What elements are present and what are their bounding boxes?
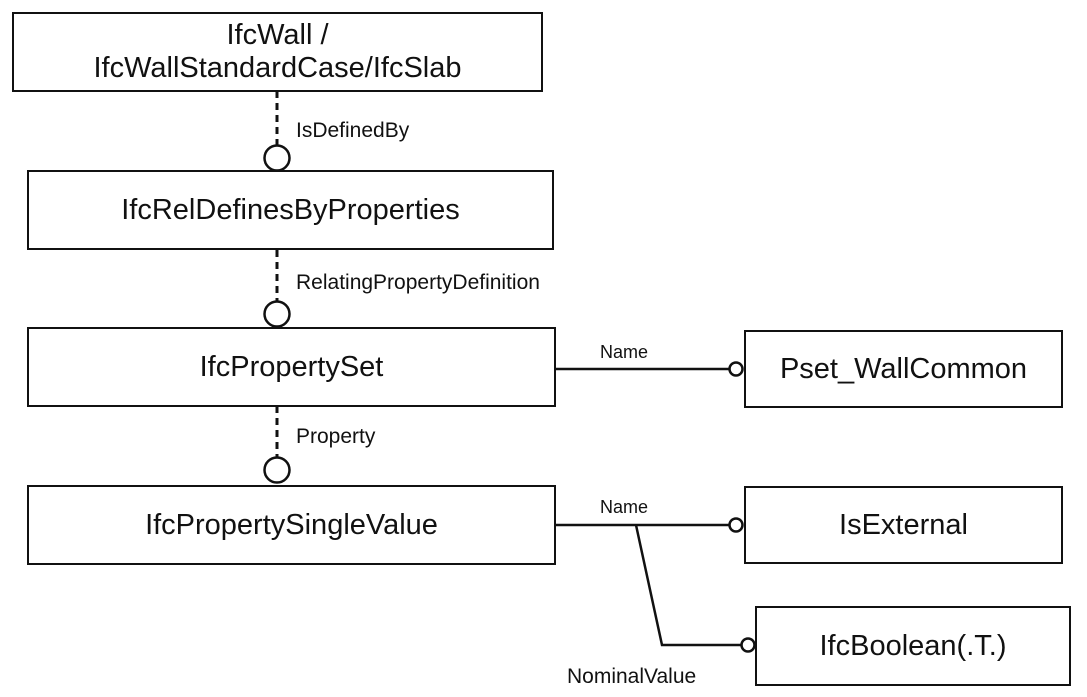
pset-name-attr-label: Name <box>600 342 649 362</box>
boolean-entity-box: IfcBoolean(.T.) <box>755 606 1071 686</box>
pset-name-entity-box: Pset_WallCommon <box>744 330 1063 408</box>
is-defined-by-label: IsDefinedBy <box>296 119 410 142</box>
nominal-value-label: NominalValue <box>567 665 697 688</box>
single-value-entity-box: IfcPropertySingleValue <box>27 485 556 565</box>
relating-property-definition-label: RelatingPropertyDefinition <box>296 271 540 294</box>
pset-name-entity-label: Pset_WallCommon <box>779 352 1028 385</box>
pset-name-end-circle <box>728 361 744 377</box>
rel-defines-entity-label: IfcRelDefinesByProperties <box>121 193 460 226</box>
nominal-value-end-circle <box>740 637 756 653</box>
property-end-circle <box>263 456 291 484</box>
value-name-attr-label: Name <box>600 497 649 517</box>
boolean-entity-label: IfcBoolean(.T.) <box>819 629 1007 662</box>
single-value-entity-label: IfcPropertySingleValue <box>145 508 438 541</box>
wall-entity-box: IfcWall / IfcWallStandardCase/IfcSlab <box>12 12 543 92</box>
nominal-value-connector <box>634 524 748 647</box>
property-set-entity-label: IfcPropertySet <box>199 350 384 383</box>
relating-property-definition-end-circle <box>263 300 291 328</box>
wall-entity-label: IfcWall / IfcWallStandardCase/IfcSlab <box>93 19 462 84</box>
is-external-entity-label: IsExternal <box>839 508 968 541</box>
is-external-entity-box: IsExternal <box>744 486 1063 564</box>
rel-defines-entity-box: IfcRelDefinesByProperties <box>27 170 554 250</box>
value-name-end-circle <box>728 517 744 533</box>
property-label: Property <box>296 425 376 448</box>
is-defined-by-end-circle <box>263 144 291 172</box>
property-set-entity-box: IfcPropertySet <box>27 327 556 407</box>
